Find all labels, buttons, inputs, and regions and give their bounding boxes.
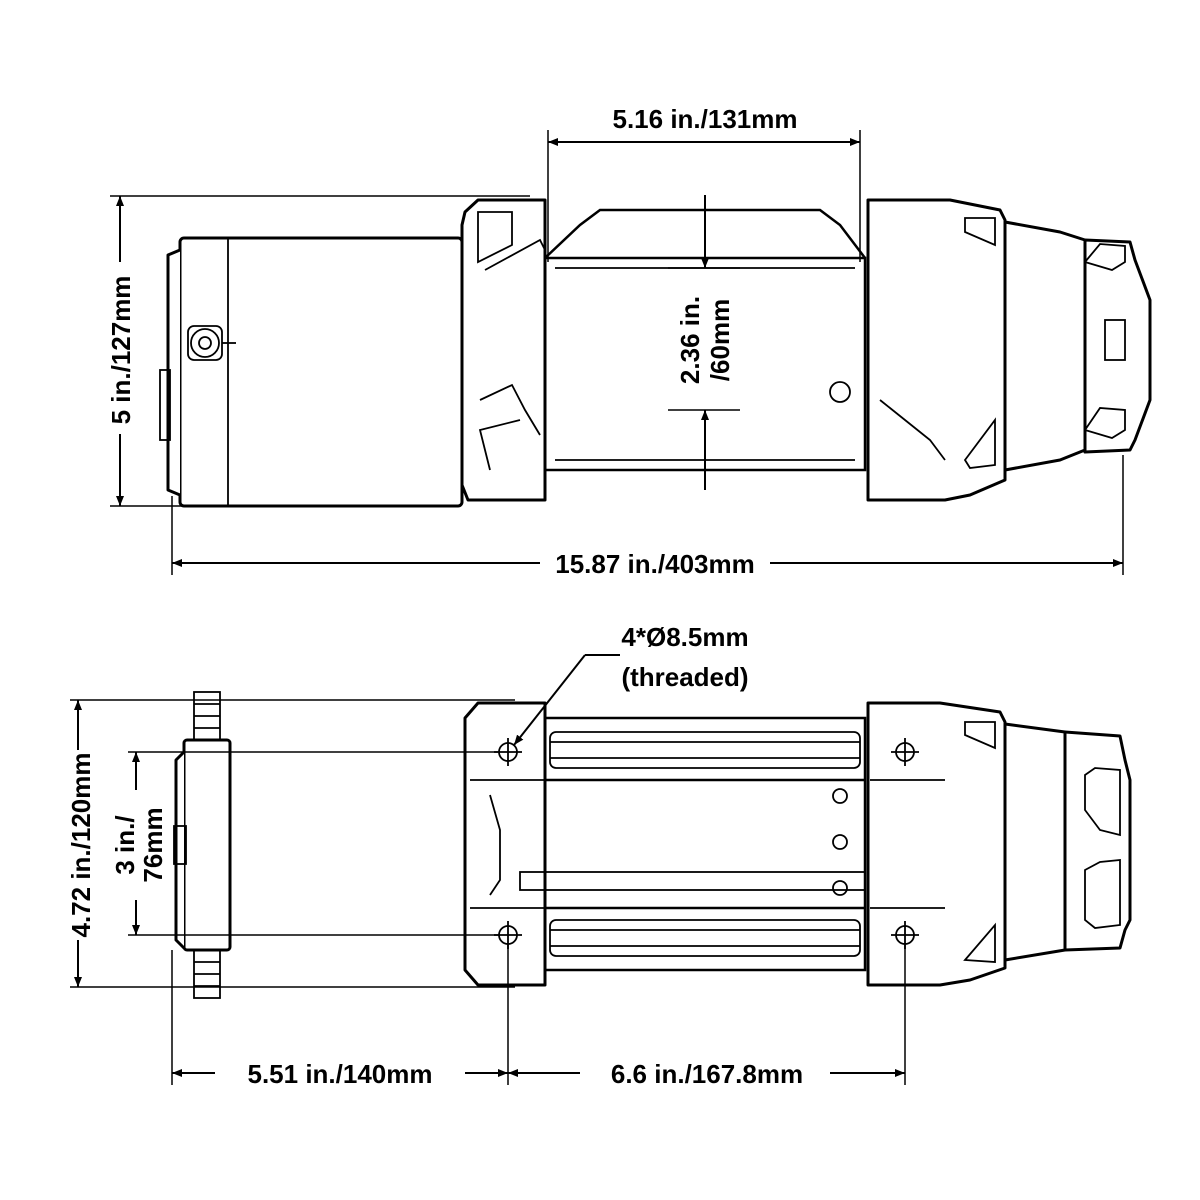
dim-mount-length: 6.6 in./167.8mm [508, 945, 906, 1091]
bottom-width-label: 4.72 in./120mm [66, 753, 96, 938]
mount-spacing-label-1: 3 in./ [110, 815, 140, 874]
left-housing-top [460, 198, 547, 502]
mount-spacing-label-2: 76mm [138, 807, 168, 882]
drum-width-label: 5.16 in./131mm [613, 104, 798, 134]
dim-overall-length: 15.87 in./403mm [171, 455, 1124, 581]
dim-holes-callout: 4*Ø8.5mm (threaded) [513, 622, 749, 746]
left-foot-housing [463, 701, 547, 987]
height-label: 5 in./127mm [106, 276, 136, 425]
motor-top [159, 236, 464, 508]
top-view: 5.16 in./131mm 2.36 in. /60mm 5 in./127m… [104, 104, 1152, 581]
holes-label-1: 4*Ø8.5mm [621, 622, 748, 652]
dim-bottom-width: 4.72 in./120mm [62, 699, 515, 988]
motor-offset-label: 5.51 in./140mm [248, 1059, 433, 1089]
dim-mount-spacing: 3 in./ 76mm [108, 751, 500, 936]
drum-diameter-label-1: 2.36 in. [675, 296, 705, 384]
gearbox-bottom [1003, 722, 1132, 962]
dim-drum-width: 5.16 in./131mm [547, 104, 861, 262]
overall-length-label: 15.87 in./403mm [555, 549, 754, 579]
dim-drum-diameter: 2.36 in. /60mm [668, 195, 740, 490]
holes-label-2: (threaded) [621, 662, 748, 692]
bottom-view: 4*Ø8.5mm (threaded) 4.72 in./120mm 3 in.… [62, 622, 1132, 1091]
motor-bottom [173, 691, 232, 999]
frame-bottom [519, 716, 867, 972]
dim-height: 5 in./127mm [104, 195, 530, 507]
dim-motor-offset: 5.51 in./140mm [171, 945, 509, 1091]
gearbox-top [1003, 220, 1152, 472]
right-housing-top [866, 198, 1032, 502]
drum-diameter-label-2: /60mm [705, 299, 735, 381]
right-foot-housing [866, 701, 1007, 987]
mount-length-label: 6.6 in./167.8mm [611, 1059, 803, 1089]
